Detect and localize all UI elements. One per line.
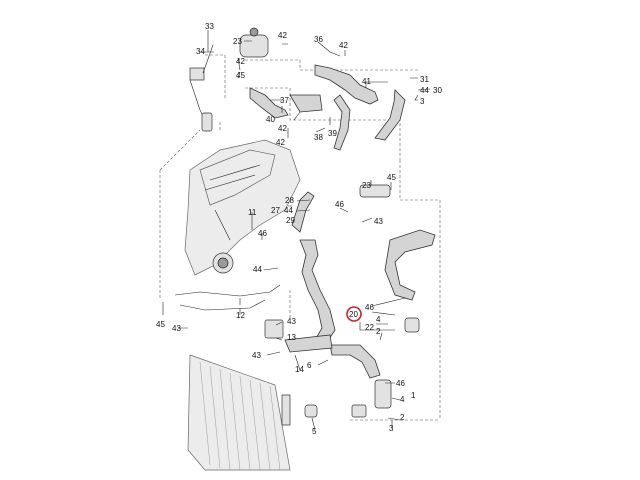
leader-lines [162,30,431,431]
label-28: 28 [285,196,294,205]
label-2: 2 [400,413,405,422]
part-labels: 33 34 23 42 36 42 42 45 41 31 44 30 3 37… [156,22,442,436]
label-42: 42 [278,124,287,133]
lower-hoses [174,184,436,418]
expansion-tank [239,34,269,58]
label-5: 5 [312,427,317,436]
label-20-highlighted: 20 [349,310,358,319]
label-33: 33 [205,22,214,31]
label-22: 22 [365,323,374,332]
label-41: 41 [362,77,371,86]
label-46: 46 [258,229,267,238]
label-3: 3 [420,97,425,106]
label-42: 42 [278,31,287,40]
label-43: 43 [287,317,296,326]
assembly-outlines [159,54,441,421]
label-11: 11 [248,208,257,217]
label-4: 4 [376,315,381,324]
coolant-hoses [189,27,406,151]
label-44: 44 [284,206,293,215]
label-13: 13 [287,333,296,342]
engine-block [184,139,301,276]
label-39: 39 [328,129,337,138]
label-12: 12 [236,311,245,320]
label-36: 36 [314,35,323,44]
label-37: 37 [280,96,289,105]
label-38: 38 [314,133,323,142]
label-2: 2 [376,327,381,336]
label-46: 46 [365,303,374,312]
label-45: 45 [236,71,245,80]
label-42: 42 [276,138,285,147]
label-40: 40 [266,115,275,124]
label-45: 45 [156,320,165,329]
label-46: 46 [335,200,344,209]
label-45: 45 [387,173,396,182]
label-23: 23 [233,37,242,46]
label-44: 44 [420,86,429,95]
highlight-circle [346,306,362,322]
label-42: 42 [236,57,245,66]
label-29: 29 [286,216,295,225]
label-31: 31 [420,75,429,84]
label-14: 14 [295,365,304,374]
label-3: 3 [389,424,394,433]
label-43: 43 [172,324,181,333]
radiator [187,354,291,471]
label-27: 27 [271,206,280,215]
label-46: 46 [396,379,405,388]
flange [359,184,391,198]
label-4: 4 [400,395,405,404]
label-34: 34 [196,47,205,56]
label-43: 43 [252,351,261,360]
label-1: 1 [411,391,416,400]
label-30: 30 [433,86,442,95]
label-42: 42 [339,41,348,50]
label-43: 43 [374,217,383,226]
label-23: 23 [362,181,371,190]
label-44: 44 [253,265,262,274]
label-6: 6 [307,361,312,370]
